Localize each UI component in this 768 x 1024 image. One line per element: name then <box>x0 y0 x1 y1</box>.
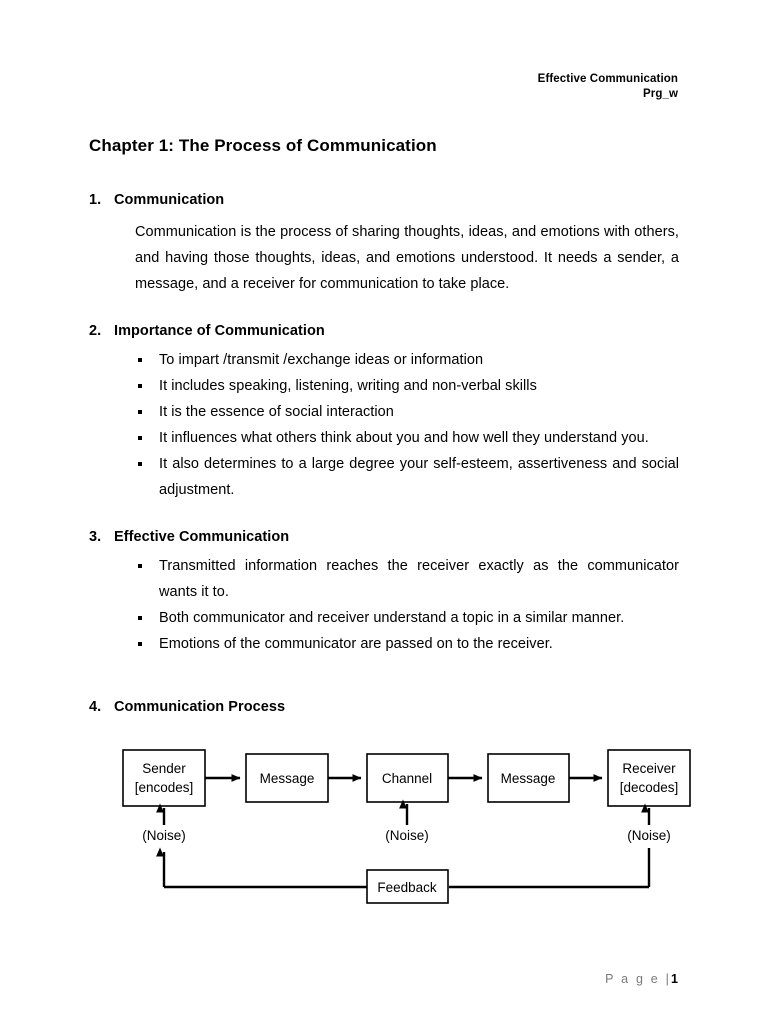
section-number: 1. <box>89 192 102 208</box>
list-item: It is the essence of social interaction <box>135 399 679 425</box>
section-number: 3. <box>89 529 102 545</box>
communication-process-diagram: Sender [encodes] Message Channel <box>0 728 768 918</box>
section-title: Importance of Communication <box>114 323 325 339</box>
section-communication: 1. Communication Communication is the pr… <box>89 190 679 297</box>
bullet-list: To impart /transmit /exchange ideas or i… <box>89 347 679 503</box>
list-item: Both communicator and receiver understan… <box>135 605 679 631</box>
noise-input-receiver: (Noise) <box>627 803 671 843</box>
footer-label: P a g e | <box>605 972 672 986</box>
bullet-list: Transmitted information reaches the rece… <box>89 553 679 657</box>
section-number: 2. <box>89 323 102 339</box>
section-heading: 4. Communication Process <box>89 697 679 717</box>
noise-label: (Noise) <box>627 828 671 843</box>
spacer <box>89 681 679 697</box>
section-title: Communication Process <box>114 699 286 715</box>
diagram-box-sender: Sender [encodes] <box>122 749 206 807</box>
box-label-line1: Message <box>501 771 556 786</box>
document-body: 1. Communication Communication is the pr… <box>89 190 679 717</box>
section-number: 4. <box>89 699 102 715</box>
section-heading: 2. Importance of Communication <box>89 321 679 341</box>
box-label-line1: Message <box>260 771 315 786</box>
page-number: 1 <box>671 972 678 986</box>
header-line-1: Effective Communication <box>537 73 678 85</box>
diagram-box-message-1: Message <box>245 753 329 803</box>
box-label-line1: Receiver <box>622 761 676 776</box>
noise-input-sender: (Noise) <box>142 803 186 843</box>
section-heading: 3. Effective Communication <box>89 527 679 547</box>
diagram-box-receiver: Receiver [decodes] <box>607 749 691 807</box>
noise-label: (Noise) <box>142 828 186 843</box>
noise-input-channel: (Noise) <box>385 799 429 843</box>
spacer <box>89 503 679 527</box>
section-heading: 1. Communication <box>89 190 679 210</box>
section-importance-of-communication: 2. Importance of Communication To impart… <box>89 321 679 503</box>
list-item: It influences what others think about yo… <box>135 425 679 451</box>
section-title: Communication <box>114 192 225 208</box>
noise-label: (Noise) <box>385 828 429 843</box>
section-title: Effective Communication <box>114 529 290 545</box>
section-communication-process: 4. Communication Process <box>89 697 679 717</box>
list-item: It also determines to a large degree you… <box>135 451 679 503</box>
list-item: To impart /transmit /exchange ideas or i… <box>135 347 679 373</box>
diagram-box-feedback: Feedback <box>366 869 449 904</box>
page-title: Chapter 1: The Process of Communication <box>89 136 437 155</box>
page-footer: P a g e |1 <box>605 972 678 986</box>
document-header: Effective Communication Prg_w <box>538 72 678 102</box>
box-label-line1: Channel <box>382 771 432 786</box>
spacer <box>89 657 679 681</box>
list-item: It includes speaking, listening, writing… <box>135 373 679 399</box>
box-label-line2: [encodes] <box>135 780 194 795</box>
spacer <box>89 297 679 321</box>
diagram-box-channel: Channel <box>366 753 449 803</box>
box-label-line2: [decodes] <box>620 780 679 795</box>
box-label-line1: Sender <box>142 761 186 776</box>
feedback-label: Feedback <box>377 880 437 895</box>
diagram-box-message-2: Message <box>487 753 570 803</box>
section-paragraph: Communication is the process of sharing … <box>135 224 679 292</box>
list-item: Transmitted information reaches the rece… <box>135 553 679 605</box>
section-effective-communication: 3. Effective Communication Transmitted i… <box>89 527 679 657</box>
list-item: Emotions of the communicator are passed … <box>135 631 679 657</box>
header-line-2: Prg_w <box>642 88 678 100</box>
